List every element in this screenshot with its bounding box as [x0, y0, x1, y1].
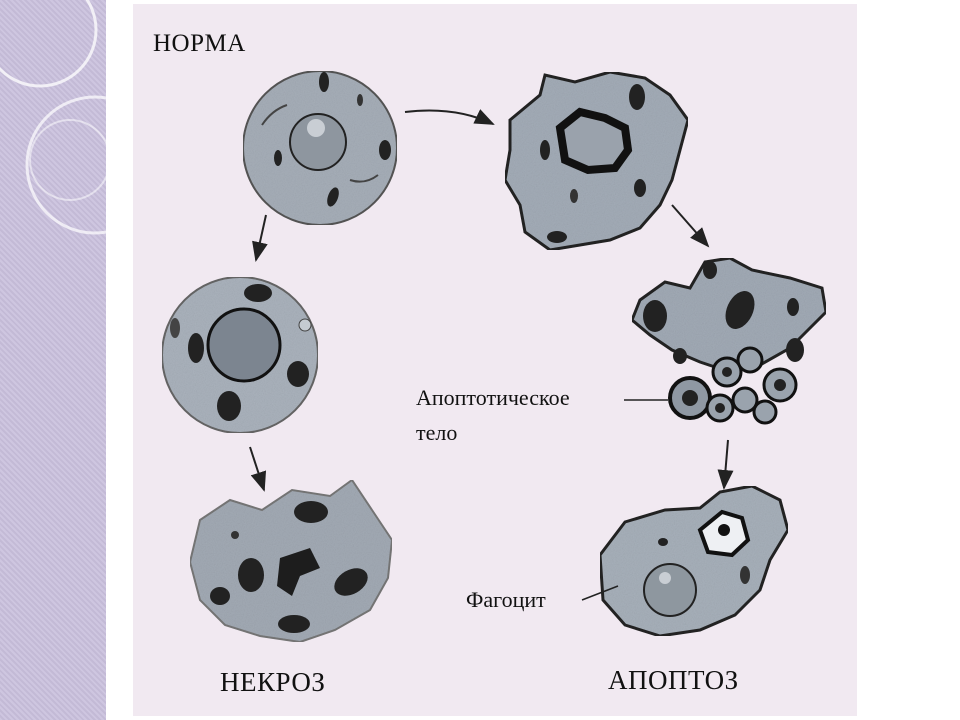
swollen-cell	[161, 276, 319, 434]
arrow-norm-to-swelling	[252, 214, 268, 262]
decorative-rings	[0, 0, 106, 235]
label-norma: НОРМА	[153, 30, 246, 57]
necrotic-cell	[188, 478, 394, 644]
pointer-phagocyte	[581, 585, 619, 601]
decorative-sidebar	[0, 0, 106, 720]
shrunken-cell	[503, 70, 690, 252]
label-apoptosis: АПОПТОЗ	[608, 665, 739, 695]
normal-cell	[242, 70, 398, 226]
arrow-swelling-to-necrosis	[249, 446, 267, 492]
label-necrosis: НЕКРОЗ	[220, 667, 326, 697]
label-phagocyte: Фагоцит	[466, 587, 546, 612]
phagocyte-cell	[598, 484, 790, 638]
arrow-fragment-to-phagocyte	[717, 439, 734, 490]
fragmenting-cell	[630, 256, 828, 425]
arrow-norm-to-apoptosis	[404, 109, 495, 125]
label-apoptotic-body-line1: Апоптотическое	[416, 385, 570, 410]
label-apoptotic-body-line2: тело	[416, 420, 458, 445]
arrow-shrink-to-fragment	[671, 204, 710, 248]
